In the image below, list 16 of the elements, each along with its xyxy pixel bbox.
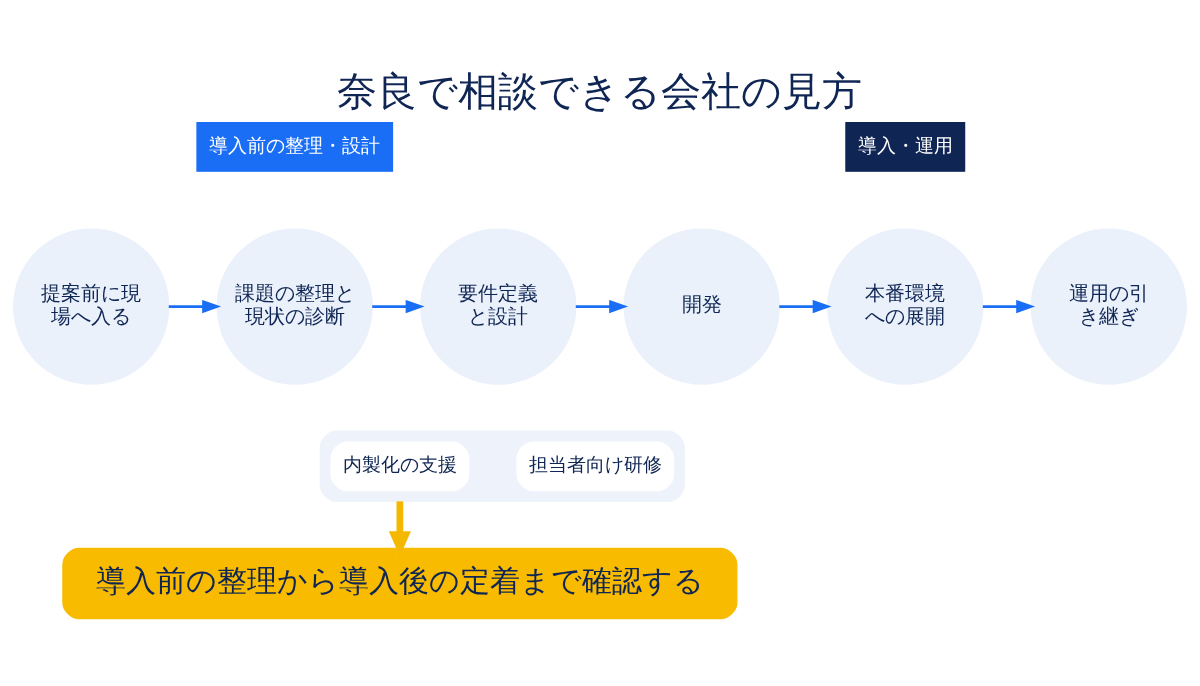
node-box: 導入前の整理・設計 — [196, 121, 394, 172]
arrow — [168, 300, 222, 314]
node-circle: 運用の引き継ぎ — [1030, 228, 1187, 385]
diagram-title: 奈良で相談できる会社の見方 — [337, 67, 863, 116]
arrow — [982, 300, 1036, 314]
node-box: 導入・運用 — [845, 121, 966, 172]
node-circle: 本番環境への展開 — [827, 228, 984, 385]
node-box: 導入前の整理から導入後の定着まで確認する — [62, 547, 738, 620]
node-circle: 開発 — [623, 228, 780, 385]
arrow — [372, 300, 425, 314]
arrow — [779, 300, 832, 314]
cluster — [319, 430, 685, 503]
node-circle: 課題の整理と現状の診断 — [216, 228, 373, 385]
node-circle: 提案前に現場へ入る — [13, 228, 170, 385]
arrow — [575, 300, 629, 314]
node-circle: 要件定義と設計 — [420, 228, 577, 385]
